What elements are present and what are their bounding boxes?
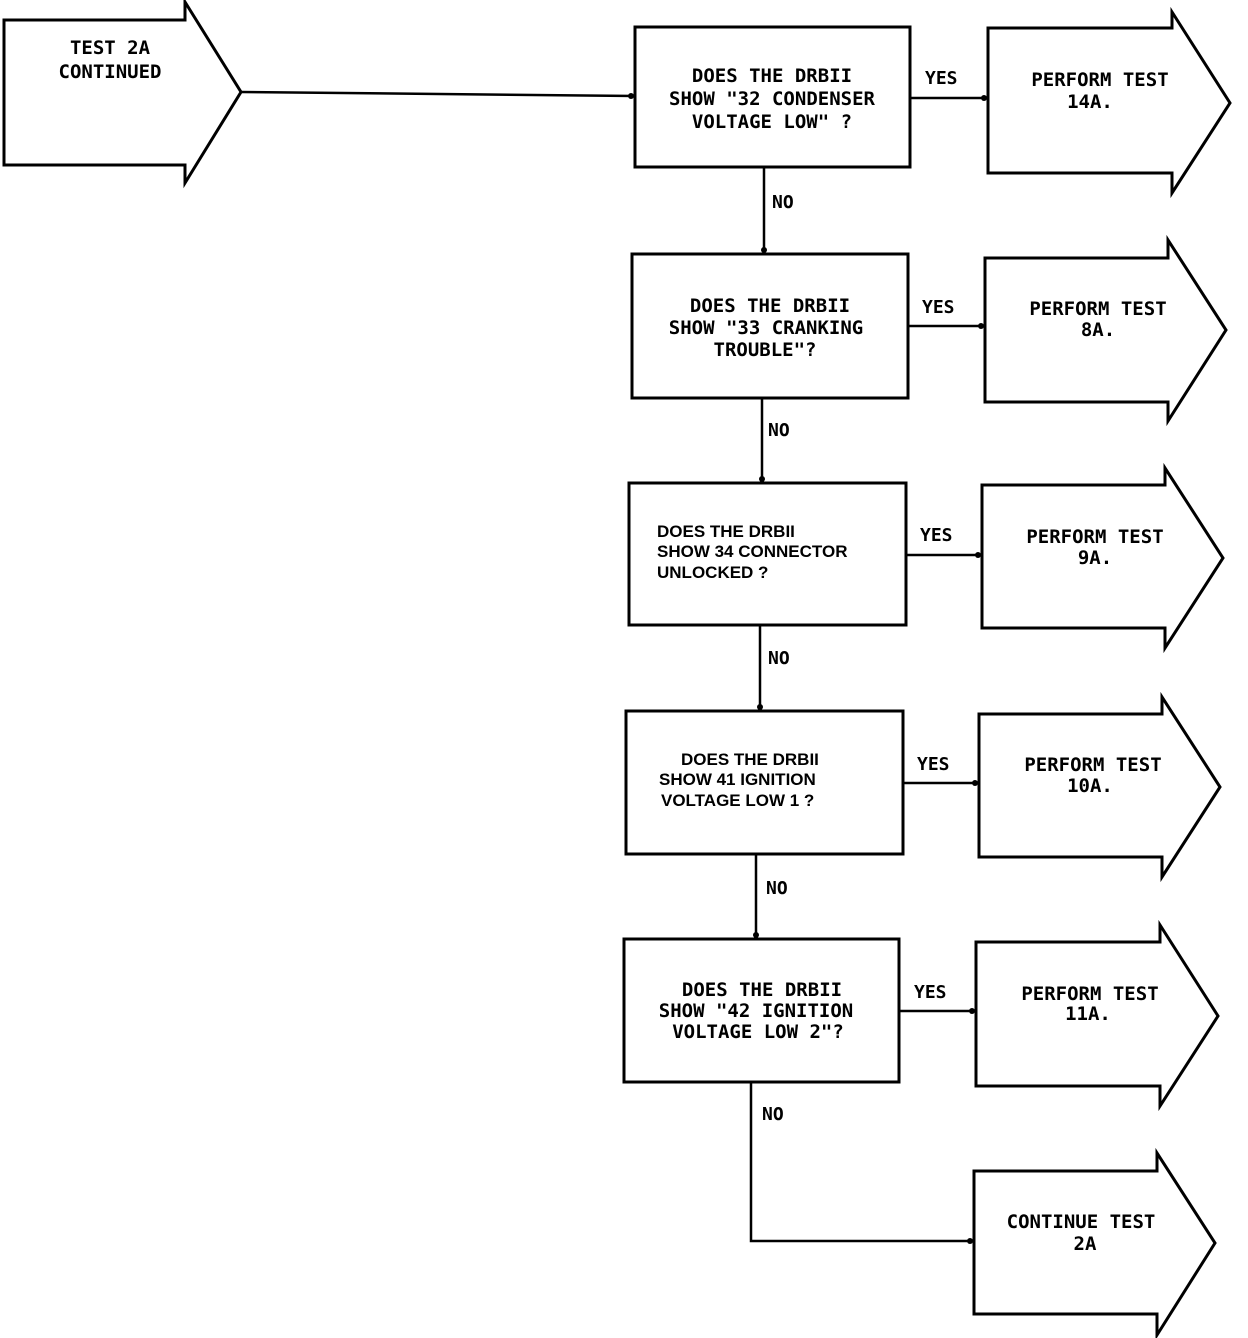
connector-dot (969, 1008, 975, 1014)
no-connector-5 (749, 1082, 974, 1243)
action-2-line-1: PERFORM TEST (1029, 298, 1166, 320)
decision-1: DOES THE DRBII SHOW "32 CONDENSER VOLTAG… (633, 25, 912, 169)
connector-dot (975, 552, 981, 558)
start-arrow-shape (2, 0, 243, 189)
end-line-2: 2A (1074, 1233, 1097, 1255)
action-3-arrow (980, 462, 1225, 654)
decision-4-line-2: SHOW 41 IGNITION (659, 770, 816, 789)
decision-4-line-1: DOES THE DRBII (681, 750, 819, 769)
decision-2-line-1: DOES THE DRBII (690, 295, 850, 317)
decision-3-line-3: UNLOCKED ? (657, 563, 768, 582)
no-label-2: NO (768, 420, 790, 441)
decision-5: DOES THE DRBII SHOW "42 IGNITION VOLTAGE… (622, 937, 901, 1084)
connector-dot (759, 476, 765, 482)
decision-5-line-1: DOES THE DRBII (682, 979, 842, 1001)
decision-3-line-1: DOES THE DRBII (657, 522, 795, 541)
action-4: PERFORM TEST 10A. (977, 691, 1222, 883)
connector-dot (972, 780, 978, 786)
action-3-line-2: 9A. (1078, 547, 1112, 569)
no-label-5: NO (762, 1104, 784, 1125)
decision-1-line-3: VOLTAGE LOW" ? (692, 111, 852, 133)
decision-2-line-2: SHOW "33 CRANKING (669, 317, 863, 339)
action-3: PERFORM TEST 9A. (980, 462, 1225, 654)
end-arrow: CONTINUE TEST 2A (972, 1147, 1217, 1338)
decision-3-line-2: SHOW 34 CONNECTOR (657, 542, 848, 561)
no-label-4: NO (766, 878, 788, 899)
decision-5-line-3: VOLTAGE LOW 2"? (672, 1021, 844, 1043)
connector-dot (981, 95, 987, 101)
decision-2: DOES THE DRBII SHOW "33 CRANKING TROUBLE… (630, 252, 910, 400)
no-label-1: NO (772, 192, 794, 213)
action-1: PERFORM TEST 14A. (986, 6, 1232, 199)
start-line-1: TEST 2A (70, 37, 151, 59)
decision-5-line-2: SHOW "42 IGNITION (659, 1000, 853, 1022)
decision-3: DOES THE DRBII SHOW 34 CONNECTOR UNLOCKE… (627, 481, 908, 627)
action-1-line-1: PERFORM TEST (1031, 69, 1168, 91)
decision-4: DOES THE DRBII SHOW 41 IGNITION VOLTAGE … (624, 709, 905, 856)
connector-dot (753, 932, 759, 938)
decision-5-box (622, 937, 901, 1084)
connector-dot (628, 93, 634, 99)
action-5-arrow (974, 919, 1220, 1112)
action-2-arrow (983, 234, 1228, 427)
no-label-3: NO (768, 648, 790, 669)
yes-label-3: YES (920, 525, 953, 546)
decision-1-box (633, 25, 912, 169)
connector-dot (978, 323, 984, 329)
start-arrow: TEST 2A CONTINUED (2, 0, 243, 189)
decision-3-box (627, 481, 908, 627)
action-4-line-2: 10A. (1067, 775, 1113, 797)
action-2-line-2: 8A. (1081, 319, 1115, 341)
yes-label-1: YES (925, 68, 958, 89)
decision-1-line-2: SHOW "32 CONDENSER (669, 88, 875, 110)
connector-dot (757, 704, 763, 710)
action-4-arrow (977, 691, 1222, 883)
end-line-1: CONTINUE TEST (1007, 1211, 1156, 1233)
connector-dot (967, 1238, 973, 1244)
decision-1-line-1: DOES THE DRBII (692, 65, 852, 87)
connector-dot (761, 247, 767, 253)
yes-label-4: YES (917, 754, 950, 775)
action-1-arrow (986, 6, 1232, 199)
decision-2-line-3: TROUBLE"? (714, 339, 817, 361)
yes-label-5: YES (914, 982, 947, 1003)
yes-label-2: YES (922, 297, 955, 318)
action-3-line-1: PERFORM TEST (1026, 526, 1163, 548)
start-line-2: CONTINUED (59, 61, 162, 83)
decision-4-line-3: VOLTAGE LOW 1 ? (661, 791, 814, 810)
action-2: PERFORM TEST 8A. (983, 234, 1228, 427)
start-connector (240, 90, 636, 98)
action-5: PERFORM TEST 11A. (974, 919, 1220, 1112)
action-5-line-1: PERFORM TEST (1021, 983, 1158, 1005)
action-1-line-2: 14A. (1067, 91, 1113, 113)
action-4-line-1: PERFORM TEST (1024, 754, 1161, 776)
action-5-line-2: 11A. (1065, 1003, 1111, 1025)
end-arrow-shape (972, 1147, 1217, 1338)
